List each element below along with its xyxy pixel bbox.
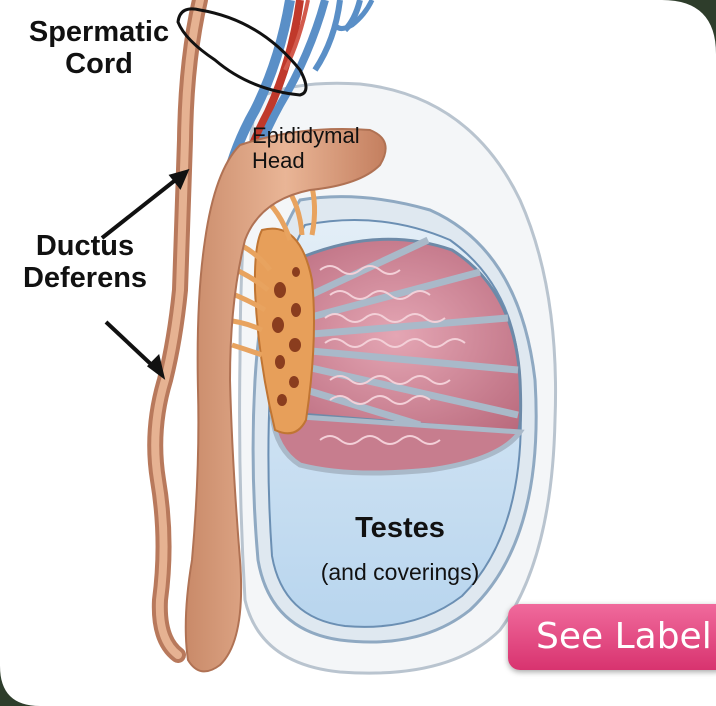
ductus-arrows — [100, 168, 190, 380]
testes-coverings-label: (and coverings) — [320, 559, 480, 585]
see-label-button[interactable]: See Label — [508, 604, 716, 670]
epididymal-head-line2: Head — [252, 147, 305, 173]
spermatic-cord-label: Spermatic Cord — [14, 16, 184, 81]
rete-testis — [253, 227, 315, 435]
lower-lobules — [269, 412, 525, 476]
epididymal-head-label: Epididymal Head — [252, 123, 360, 173]
ductus-deferens-label: Ductus Deferens — [10, 230, 160, 295]
ductus-deferens-highlight — [151, 0, 204, 659]
testes-label: Testes — [355, 512, 445, 544]
spermatic-cord-line2: Cord — [65, 48, 133, 81]
ductus-deferens-line2: Deferens — [22, 262, 148, 295]
spermatic-cord-loop — [176, 7, 308, 97]
epididymis — [184, 128, 387, 673]
tubule-squiggles — [319, 265, 466, 445]
spermatic-cord-line1: Spermatic — [28, 16, 170, 48]
rete-holes — [272, 267, 301, 406]
epididymal-head-line1: Epididymal — [252, 123, 360, 148]
ductus-deferens-line1: Ductus — [35, 230, 135, 262]
